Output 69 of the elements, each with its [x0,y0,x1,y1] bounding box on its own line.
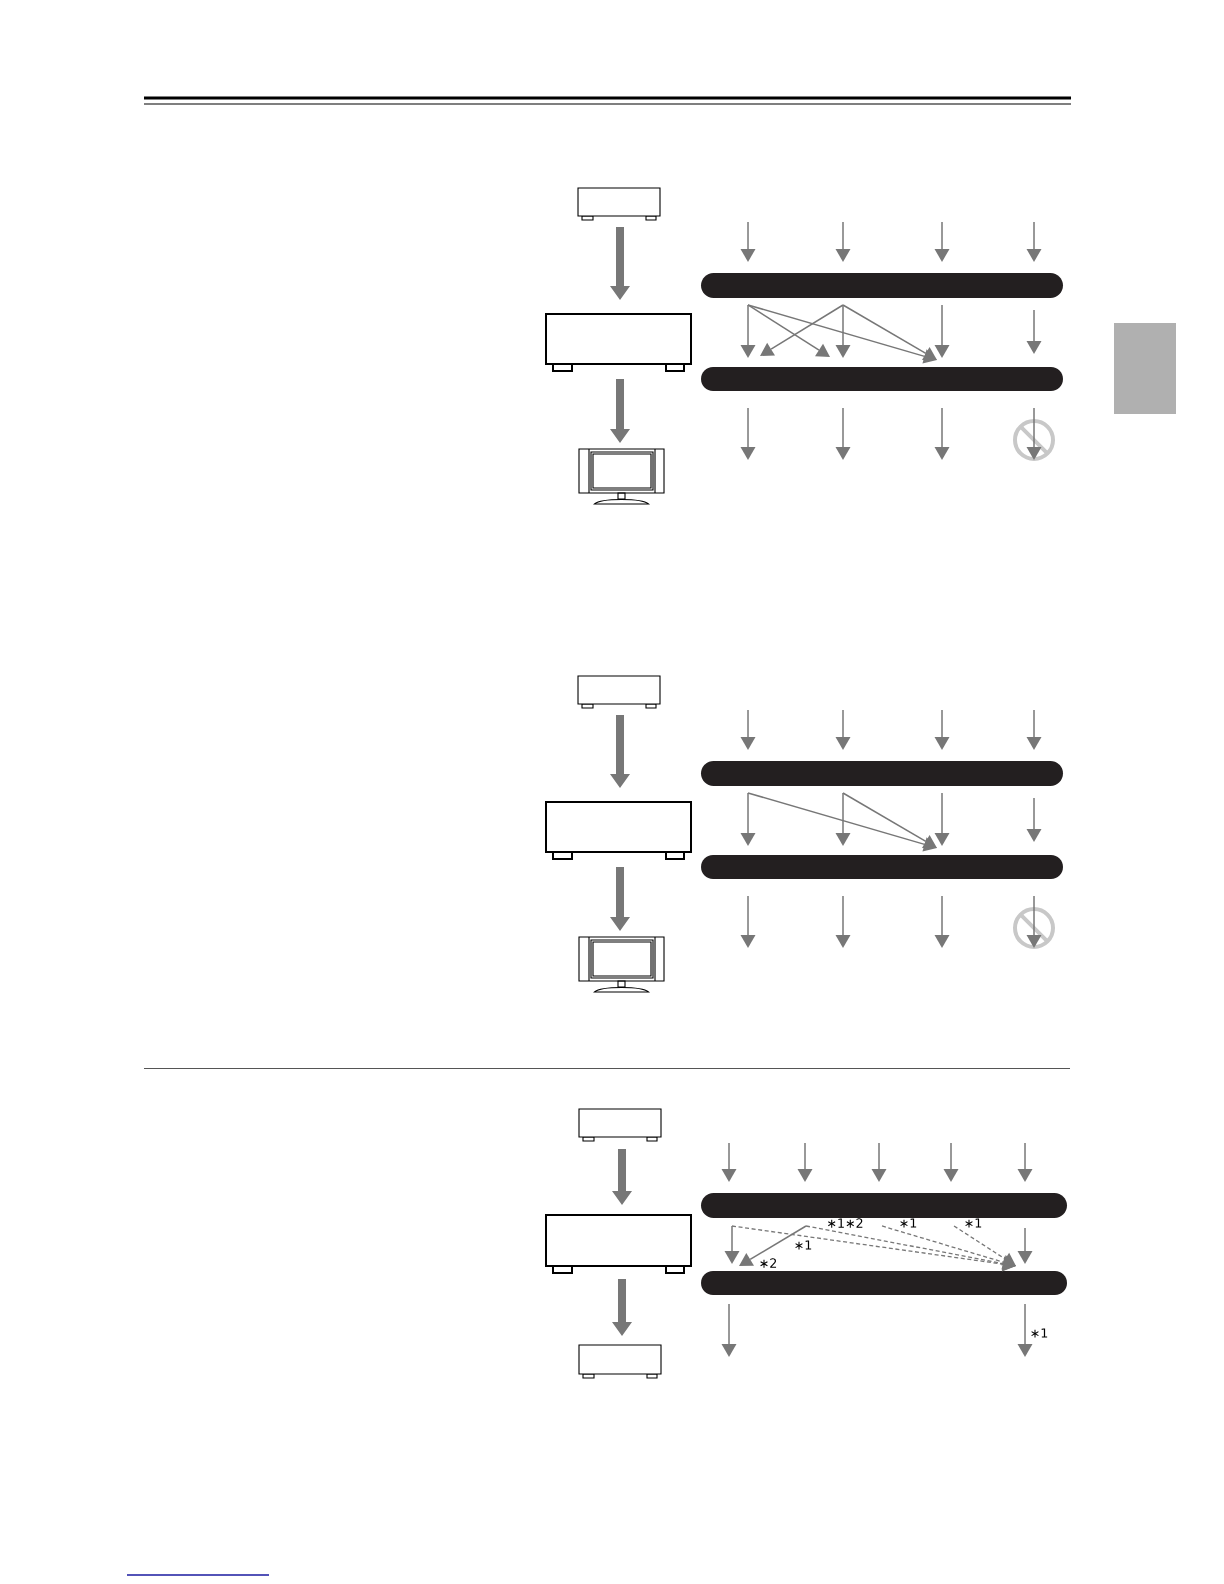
arrow [760,304,844,356]
tv-icon [578,936,665,993]
arrow [1026,895,1042,948]
block-arrow [612,1279,632,1336]
arrow [747,304,830,357]
arrow [835,221,851,262]
arrow [721,1303,737,1357]
block-arrow [612,1149,632,1205]
prohibition-sign [1013,419,1055,461]
rounded-bar [701,1193,1067,1218]
arrow [740,221,756,262]
block-arrow [610,379,630,443]
arrow [835,709,851,750]
arrow [1017,1227,1033,1264]
arrow [835,895,851,948]
arrow [1026,407,1042,460]
footnote-mark: ∗2 [760,1258,777,1268]
arrow [1026,221,1042,262]
arrow [1026,709,1042,750]
arrow [835,407,851,460]
arrow [943,1142,959,1182]
arrow [871,1142,887,1182]
arrow [934,407,950,460]
arrow [842,792,937,848]
side-tab [1114,323,1176,414]
prohibition-sign [1013,907,1055,949]
receiver-icon [545,1214,692,1274]
arrow [934,304,950,358]
arrow [740,792,756,846]
player-icon [578,1108,662,1142]
arrow [835,792,851,846]
arrow [1026,797,1042,842]
player-icon [578,1344,662,1379]
arrow [1026,309,1042,354]
receiver-icon [545,801,692,860]
receiver-icon [545,313,692,372]
dashed-arrow [953,1225,1016,1266]
arrow [740,709,756,750]
arrow [1017,1142,1033,1182]
block-arrow [610,227,630,300]
rounded-bar [701,273,1063,298]
block-arrow [610,715,630,788]
footnote-mark: ∗1 [965,1218,982,1228]
arrow [740,304,756,358]
footnote-mark: ∗1∗2 [828,1218,863,1228]
rounded-bar [701,855,1063,879]
rounded-bar [701,367,1063,391]
arrow [934,709,950,750]
arrow [797,1142,813,1182]
rounded-bar [701,761,1063,786]
arrow [739,1225,807,1266]
arrow [842,304,937,360]
player-icon [577,675,661,709]
arrow [721,1142,737,1182]
arrow [1017,1303,1033,1357]
arrow [740,407,756,460]
footnote-mark: ∗1 [900,1218,917,1228]
footnote-mark: ∗1 [795,1240,812,1250]
arrow [835,304,851,358]
block-arrow [610,867,630,931]
rounded-bar [701,1271,1067,1295]
tv-icon [578,448,665,505]
arrow [740,895,756,948]
arrow [934,895,950,948]
player-icon [577,187,661,221]
footnote-mark: ∗1 [1031,1328,1048,1338]
arrow [934,221,950,262]
arrow [934,792,950,846]
arrow [724,1225,740,1264]
